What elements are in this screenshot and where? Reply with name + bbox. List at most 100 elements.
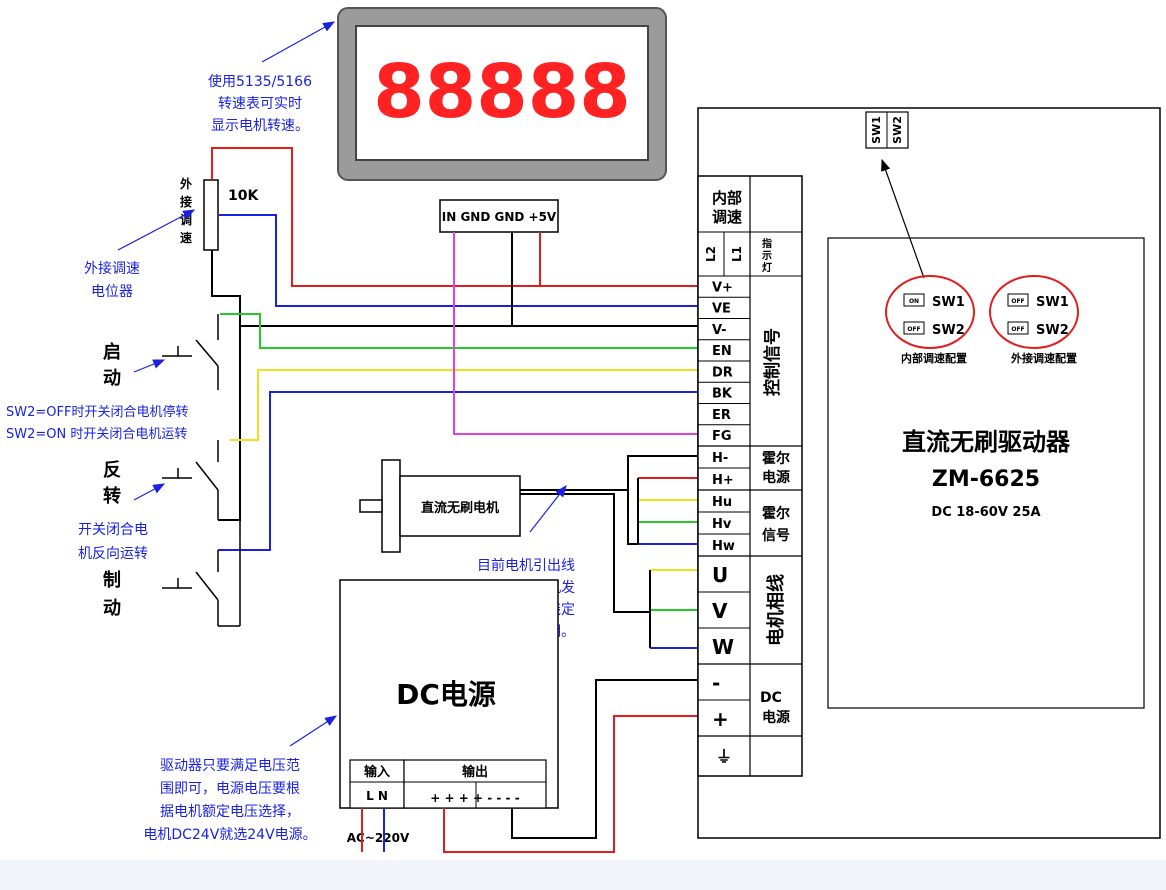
pot-vlabel-4: 速 bbox=[180, 230, 192, 245]
reverse-note: 开关闭合电 机反向运转 bbox=[78, 522, 148, 562]
motor-note-line-1: 目前电机引出线 bbox=[477, 557, 575, 574]
power-wires bbox=[361, 679, 700, 853]
switch-labels: 启 动 反 转 制 动 bbox=[103, 341, 121, 619]
sw-config-arrow bbox=[881, 158, 925, 279]
ac-input-label: AC~220V bbox=[347, 831, 410, 845]
led-indicator-1: 指 bbox=[762, 237, 772, 250]
pot-vlabel-1: 外 bbox=[180, 176, 192, 191]
psu-input-pins: L N bbox=[366, 789, 388, 803]
reverse-label-2: 转 bbox=[103, 485, 121, 507]
reverse-note-arrow bbox=[133, 483, 166, 501]
internal-config-label: 内部调速配置 bbox=[901, 351, 967, 365]
psu-note-line-2: 围即可，电源电压要根 bbox=[160, 781, 300, 797]
start-label-2: 动 bbox=[103, 368, 121, 389]
driver-model: ZM-6625 bbox=[932, 467, 1040, 492]
hall-signal-label-2: 信号 bbox=[762, 527, 790, 544]
led-indicator-3: 灯 bbox=[762, 261, 772, 274]
pot-value: 10K bbox=[228, 188, 259, 204]
start-label-1: 启 bbox=[103, 341, 121, 363]
pot-vlabel-2: 接 bbox=[180, 194, 192, 209]
external-config-label: 外接调速配置 bbox=[1010, 351, 1077, 365]
hall-signal-pin-0: Hu bbox=[712, 495, 732, 510]
internal-speed-label-2: 调速 bbox=[712, 208, 742, 226]
hall-signal-pin-1: Hv bbox=[712, 517, 732, 532]
bldc-motor: 直流无刷电机 bbox=[359, 459, 521, 553]
pot-note-arrow bbox=[117, 209, 196, 251]
control-wires bbox=[211, 147, 700, 551]
hall-power-pin-0: H- bbox=[712, 451, 728, 466]
sw1-header-label: SW1 bbox=[870, 116, 883, 144]
dc-group-label-1: DC bbox=[760, 690, 782, 706]
dc-power-supply: DC电源 输入 L N 输出 + + + + - - - - AC~220V bbox=[339, 579, 559, 845]
switch-drawings bbox=[162, 314, 241, 627]
stop-note: SW2=OFF时开关闭合电机停转 SW2=ON 时开关闭合电机运转 bbox=[6, 404, 188, 442]
tach-note-line-2: 转速表可实时 bbox=[218, 96, 302, 112]
tach-note: 使用5135/5166 转速表可实时 显示电机转速。 bbox=[208, 73, 312, 134]
psu-title: DC电源 bbox=[396, 678, 496, 711]
control-pin-2: V- bbox=[712, 323, 727, 338]
tach-terminal bbox=[439, 199, 559, 233]
psu-note-line-4: 电机DC24V就选24V电源。 bbox=[143, 827, 316, 843]
brake-label-2: 动 bbox=[103, 598, 121, 619]
hall-power-label-2: 电源 bbox=[762, 469, 790, 486]
external-speed-config: OFF SW1 OFF SW2 外接调速配置 bbox=[989, 275, 1079, 365]
display-digits: 88888 bbox=[373, 49, 630, 135]
external-sw2-label: SW2 bbox=[1036, 323, 1069, 338]
hall-power-label-1: 霍尔 bbox=[762, 450, 790, 467]
dc-pin-1: + bbox=[712, 707, 729, 731]
phase-pin-2: W bbox=[712, 635, 734, 659]
psu-note-arrow bbox=[289, 715, 338, 747]
reverse-note-line-1: 开关闭合电 bbox=[78, 522, 148, 538]
pot-note: 外接调速 电位器 bbox=[84, 260, 140, 300]
tachometer-display: 88888 bbox=[337, 7, 667, 181]
internal-speed-config: ON SW1 OFF SW2 内部调速配置 bbox=[885, 275, 975, 365]
driver-title: 直流无刷驱动器 bbox=[902, 428, 1071, 456]
stop-note-line-1: SW2=OFF时开关闭合电机停转 bbox=[6, 404, 188, 420]
driver-label-panel bbox=[827, 237, 1145, 709]
pot-vlabel-3: 调 bbox=[180, 213, 192, 227]
psu-note-line-3: 据电机额定电压选择， bbox=[160, 804, 300, 820]
ground-icon: ⏚ bbox=[716, 747, 732, 766]
external-sw2-state: OFF bbox=[1011, 326, 1024, 333]
led-l1-label: L1 bbox=[730, 246, 744, 262]
tach-terminal-label: IN GND GND +5V bbox=[442, 210, 557, 224]
psu-input-label: 输入 bbox=[364, 764, 390, 780]
dc-pin-0: - bbox=[712, 671, 720, 695]
led-l2-label: L2 bbox=[704, 246, 718, 262]
psu-output-label: 输出 bbox=[462, 764, 488, 780]
reverse-note-line-2: 机反向运转 bbox=[78, 546, 148, 562]
pot-note-line-2: 电位器 bbox=[91, 284, 133, 300]
led-indicator-2: 示 bbox=[762, 250, 772, 262]
dip-switch-header: SW1 SW2 bbox=[865, 111, 909, 149]
start-note-arrow bbox=[133, 359, 166, 373]
control-group-label: 控制信号 bbox=[762, 328, 783, 396]
phase-rows: UVW bbox=[698, 563, 750, 665]
brake-label-1: 制 bbox=[103, 570, 121, 591]
motor-wires bbox=[520, 455, 700, 649]
motor-note-arrow bbox=[529, 485, 567, 533]
hall-signal-label-1: 霍尔 bbox=[762, 505, 790, 522]
internal-sw1-state: ON bbox=[909, 298, 919, 305]
control-pin-5: BK bbox=[712, 387, 733, 402]
hall-signal-pin-2: Hw bbox=[712, 539, 735, 554]
internal-sw2-state: OFF bbox=[907, 326, 920, 333]
reverse-label-1: 反 bbox=[103, 460, 121, 481]
psu-note-line-1: 驱动器只要满足电压范 bbox=[160, 757, 300, 774]
phase-group-label: 电机相线 bbox=[765, 574, 787, 646]
motor-label: 直流无刷电机 bbox=[421, 500, 499, 516]
internal-sw2-label: SW2 bbox=[932, 323, 965, 338]
phase-pin-0: U bbox=[712, 563, 728, 587]
control-pin-7: FG bbox=[712, 429, 732, 444]
tach-note-line-3: 显示电机转速。 bbox=[211, 118, 309, 134]
phase-pin-1: V bbox=[712, 599, 728, 623]
hall-power-rows: H-H+ bbox=[698, 451, 750, 491]
control-pin-6: ER bbox=[712, 408, 731, 423]
tach-note-arrow bbox=[261, 21, 336, 63]
psu-note: 驱动器只要满足电压范 围即可，电源电压要根 据电机额定电压选择， 电机DC24V… bbox=[143, 757, 316, 843]
external-sw1-label: SW1 bbox=[1036, 295, 1069, 310]
dc-group-label-2: 电源 bbox=[762, 709, 790, 726]
